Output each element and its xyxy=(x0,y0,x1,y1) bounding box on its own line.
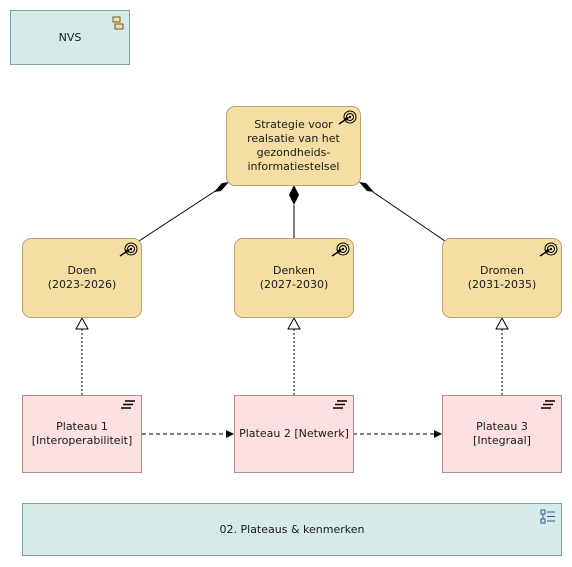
outcome-target-icon xyxy=(119,242,138,257)
plateau2-node[interactable]: Plateau 2 [Netwerk] xyxy=(234,395,354,473)
denken-label: Denken (2027-2030) xyxy=(259,264,329,291)
triggering-plateau2-plateau3[interactable] xyxy=(353,430,442,438)
triggering-plateau1-plateau2[interactable] xyxy=(142,430,234,438)
dromen-outcome-node[interactable]: Dromen (2031-2035) xyxy=(442,238,562,318)
realization-plateau2-denken[interactable] xyxy=(287,316,301,395)
outcome-target-icon xyxy=(539,242,558,257)
plateau3-label: Plateau 3 [Integraal] xyxy=(473,420,531,447)
plateau2-label: Plateau 2 [Netwerk] xyxy=(239,427,349,440)
doen-outcome-node[interactable]: Doen (2023-2026) xyxy=(22,238,142,318)
nvs-label: NVS xyxy=(58,30,82,44)
composition-strategy-denken[interactable] xyxy=(289,185,299,239)
view-icon xyxy=(540,509,555,524)
plateau1-node[interactable]: Plateau 1 [Interoperabiliteit] xyxy=(22,395,142,473)
plateau1-label: Plateau 1 [Interoperabiliteit] xyxy=(31,420,133,447)
view-reference-label: 02. Plateaus & kenmerken xyxy=(219,522,365,536)
plateau-icon xyxy=(333,400,347,409)
plateau-icon xyxy=(541,400,555,409)
outcome-target-icon xyxy=(338,110,357,125)
composition-strategy-doen[interactable] xyxy=(138,182,229,242)
composition-strategy-dromen[interactable] xyxy=(359,182,446,242)
strategy-outcome-node[interactable]: Strategie voor realsatie van het gezondh… xyxy=(226,106,361,186)
dromen-label: Dromen (2031-2035) xyxy=(467,264,537,291)
denken-outcome-node[interactable]: Denken (2027-2030) xyxy=(234,238,354,318)
doen-label: Doen (2023-2026) xyxy=(47,264,117,291)
nvs-node[interactable]: NVS xyxy=(10,10,130,65)
plateau3-node[interactable]: Plateau 3 [Integraal] xyxy=(442,395,562,473)
component-icon xyxy=(112,16,124,30)
outcome-target-icon xyxy=(331,242,350,257)
plateau-icon xyxy=(121,400,135,409)
realization-plateau3-dromen[interactable] xyxy=(495,316,509,395)
view-reference-node[interactable]: 02. Plateaus & kenmerken xyxy=(22,503,562,556)
realization-plateau1-doen[interactable] xyxy=(75,316,89,395)
strategy-label: Strategie voor realsatie van het gezondh… xyxy=(247,118,340,173)
